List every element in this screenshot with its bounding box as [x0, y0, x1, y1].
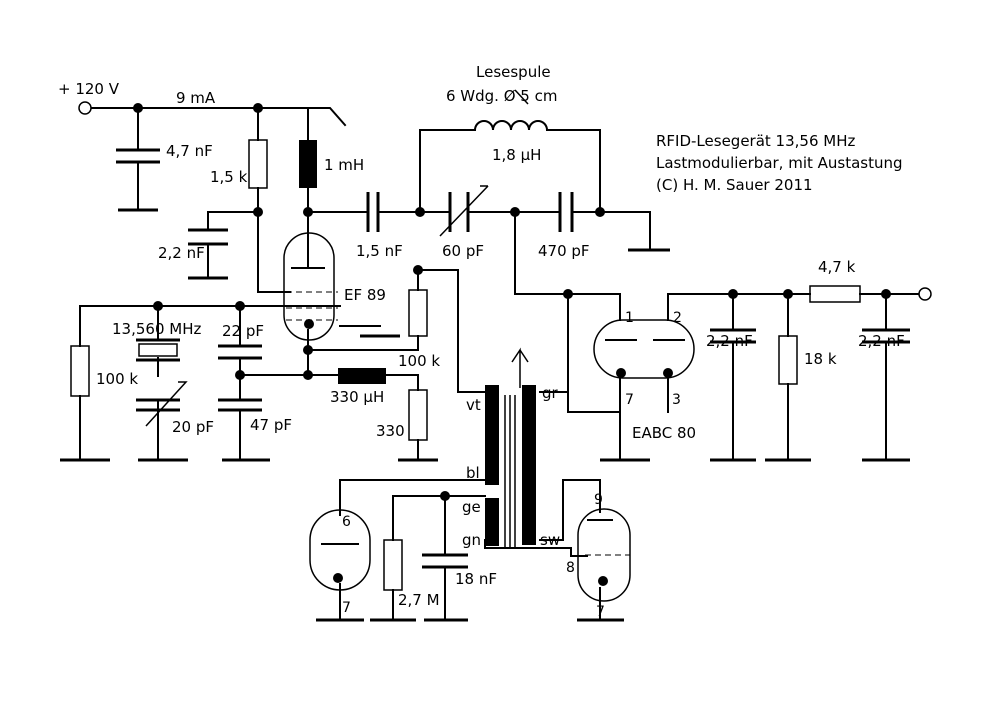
capacitor-20pf — [136, 398, 180, 412]
junctions — [133, 103, 891, 501]
capacitor-4-7nf — [116, 148, 160, 164]
resistors — [70, 139, 861, 591]
resistor-100k-grid — [70, 345, 90, 397]
capacitor-47pf — [218, 398, 262, 412]
label-1mh: 1 mH — [324, 156, 364, 174]
label-47pf: 47 pF — [250, 416, 292, 434]
resistor-1-5k — [248, 139, 268, 189]
reading-coil — [473, 120, 549, 132]
label-1-5nf: 1,5 nF — [356, 242, 403, 260]
title-line-2: Lastmodulierbar, mit Austastung — [656, 154, 903, 172]
output-terminal — [918, 287, 932, 301]
pin-eabc-3: 3 — [672, 392, 681, 408]
grounds — [60, 208, 910, 622]
inductors — [299, 89, 549, 384]
capacitors — [116, 148, 910, 569]
capacitor-60pf — [448, 192, 470, 232]
label-100k-g2: 100 k — [398, 352, 440, 370]
pin-eabc-1: 1 — [625, 310, 634, 326]
pin-triode-9: 9 — [594, 492, 603, 508]
coil-spec-label: 6 Wdg. Ø 5 cm — [446, 87, 557, 105]
label-2-2nf-a: 2,2 nF — [706, 332, 753, 350]
title-line-1: RFID-Lesegerät 13,56 MHz — [656, 132, 855, 150]
capacitor-2-2nf-a — [710, 328, 756, 344]
transformer-gn: gn — [462, 531, 481, 549]
label-18k: 18 k — [804, 350, 837, 368]
resistor-100k-g2 — [408, 289, 428, 337]
label-330: 330 — [376, 422, 405, 440]
capacitor-470pf — [558, 192, 574, 232]
pin-diode-7: 7 — [342, 600, 351, 616]
resistor-2-7m — [383, 539, 403, 591]
capacitor-18nf — [422, 553, 468, 569]
transformer-sw: sw — [540, 531, 560, 549]
label-470pf: 470 pF — [538, 242, 590, 260]
label-eabc80: EABC 80 — [632, 424, 696, 442]
label-4-7k: 4,7 k — [818, 258, 856, 276]
transformer-vt: vt — [466, 396, 481, 414]
tube-triode — [577, 508, 631, 602]
supply-current-label: 9 mA — [176, 89, 216, 107]
capacitor-1-5nf — [366, 192, 380, 232]
title-line-3: (C) H. M. Sauer 2011 — [656, 176, 813, 194]
capacitor-2-2nf-screen — [188, 228, 228, 246]
supply-voltage-label: + 120 V — [58, 80, 120, 98]
label-18nf: 18 nF — [455, 570, 497, 588]
tube-ef89 — [283, 232, 338, 341]
label-100k-grid: 100 k — [96, 370, 138, 388]
choke-330uh — [338, 368, 386, 384]
variable-arrow — [439, 185, 489, 237]
wires — [78, 101, 932, 621]
pin-triode-8: 8 — [566, 560, 575, 576]
label-20pf: 20 pF — [172, 418, 214, 436]
label-2-2nf-b: 2,2 nF — [858, 332, 905, 350]
coil-arrow — [514, 89, 529, 105]
resistor-4-7k — [809, 285, 861, 303]
supply-terminal — [78, 101, 92, 115]
choke-1mh — [299, 140, 317, 188]
transformer-gr: gr — [542, 384, 559, 402]
tube-eabc80 — [593, 319, 695, 379]
pin-diode-6: 6 — [342, 514, 351, 530]
coil-value-label: 1,8 µH — [492, 146, 541, 164]
coil-name-label: Lesespule — [476, 63, 551, 81]
label-60pf: 60 pF — [442, 242, 484, 260]
label-22pf: 22 pF — [222, 322, 264, 340]
label-330uh: 330 µH — [330, 388, 384, 406]
pin-eabc-7: 7 — [625, 392, 634, 408]
capacitor-2-2nf-b — [862, 328, 910, 344]
label-ef89: EF 89 — [344, 286, 386, 304]
pin-eabc-2: 2 — [673, 310, 682, 326]
resistor-330 — [408, 389, 428, 441]
capacitor-22pf — [218, 344, 262, 360]
label-crystal: 13,560 MHz — [112, 320, 201, 338]
resistor-18k — [778, 335, 798, 385]
pin-triode-7: 7 — [596, 604, 605, 620]
trimmer-arrow — [145, 381, 188, 427]
transformer-bl: bl — [466, 464, 480, 482]
label-2-2nf-screen: 2,2 nF — [158, 244, 205, 262]
tube-diode — [309, 509, 371, 591]
transformer-ge: ge — [462, 498, 481, 516]
label-2-7m: 2,7 M — [398, 591, 440, 609]
label-1-5k: 1,5 k — [210, 168, 248, 186]
transformer — [485, 347, 536, 548]
labels: + 120 V 9 mA Lesespule 6 Wdg. Ø 5 cm 1,8… — [58, 63, 905, 620]
label-4-7nf: 4,7 nF — [166, 142, 213, 160]
crystal — [136, 338, 180, 362]
